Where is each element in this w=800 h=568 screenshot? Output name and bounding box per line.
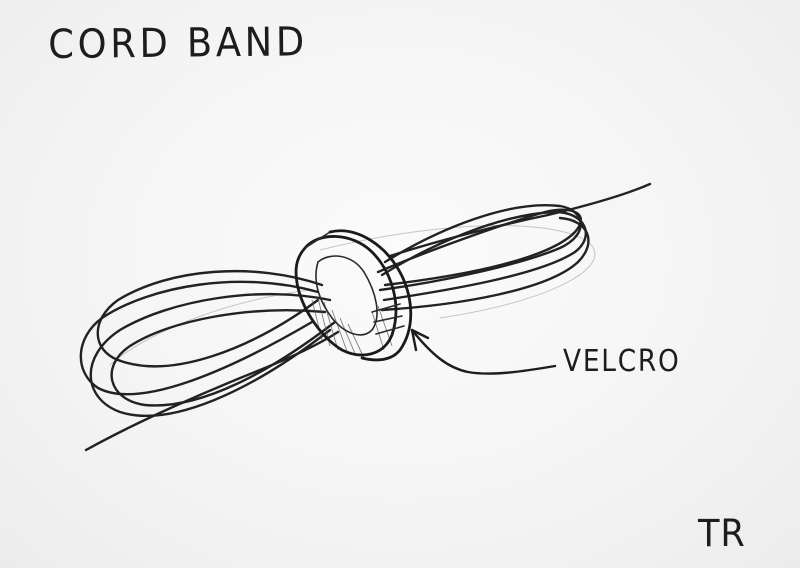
coiled-cord (79, 182, 652, 452)
artist-initials: TR (698, 512, 746, 555)
velcro-callout-arrow (410, 328, 557, 375)
velcro-callout-label: VELCRO (563, 344, 681, 379)
sketch-title: CORD BAND (48, 19, 309, 68)
velcro-band (294, 229, 413, 362)
